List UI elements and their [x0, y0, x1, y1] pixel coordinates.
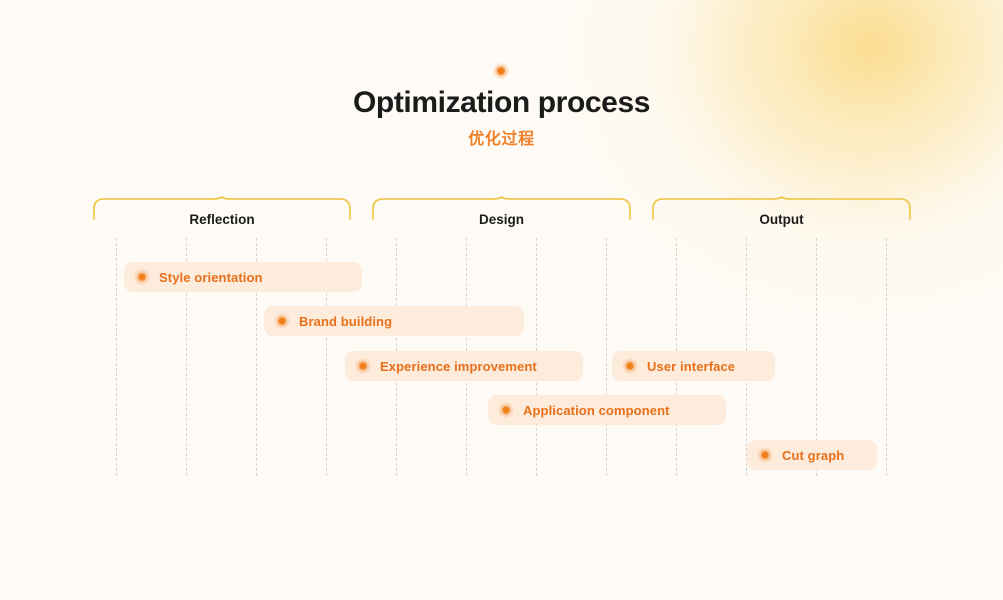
brace-icon — [652, 196, 911, 220]
dot-marker-icon — [757, 447, 773, 463]
gridline — [326, 238, 327, 476]
dot-marker-icon — [498, 402, 514, 418]
dot-marker-icon — [134, 269, 150, 285]
task-bar[interactable]: User interface — [612, 351, 775, 381]
dot-marker-icon — [274, 313, 290, 329]
phase-brace-design: Design — [372, 196, 631, 236]
gridline — [816, 238, 817, 476]
brace-icon — [372, 196, 631, 220]
dot-marker-icon — [355, 358, 371, 374]
dot-marker-icon — [493, 63, 509, 79]
task-bar[interactable]: Brand building — [264, 306, 524, 336]
brace-icon — [93, 196, 351, 220]
gridline — [606, 238, 607, 476]
gridline — [186, 238, 187, 476]
task-bar-label: Brand building — [299, 313, 393, 329]
phase-label: Design — [478, 212, 524, 227]
page-title: Optimization process — [352, 86, 651, 119]
task-bar-label: Cut graph — [782, 447, 845, 463]
page-subtitle: 优化过程 — [468, 131, 535, 148]
phase-brace-output: Output — [652, 196, 911, 236]
task-bar-label: Style orientation — [159, 269, 263, 285]
phase-label: Reflection — [189, 212, 255, 227]
task-bar[interactable]: Style orientation — [124, 262, 362, 292]
dot-marker-icon — [622, 358, 638, 374]
phase-label: Output — [759, 212, 804, 227]
gridline — [256, 238, 257, 476]
task-bar-label: User interface — [647, 358, 736, 374]
gridline — [886, 238, 887, 476]
task-bar[interactable]: Experience improvement — [345, 351, 583, 381]
gridline — [116, 238, 117, 476]
task-bar[interactable]: Application component — [488, 395, 726, 425]
phase-brace-reflection: Reflection — [93, 196, 351, 236]
task-bar[interactable]: Cut graph — [747, 440, 877, 470]
task-bar-label: Application component — [523, 402, 670, 418]
task-bar-label: Experience improvement — [380, 358, 537, 374]
